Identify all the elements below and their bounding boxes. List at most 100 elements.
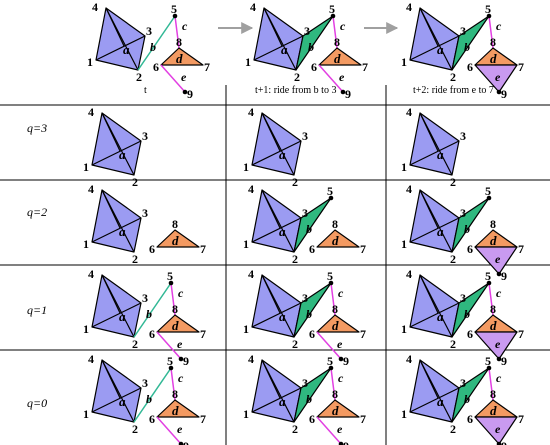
vertex-1: 1 [87,55,93,69]
vertex-2: 2 [292,422,298,436]
vertex-9: 9 [183,439,189,445]
vertex-9: 9 [501,87,507,101]
vertex-2: 2 [450,70,456,84]
label-b: b [306,222,312,236]
face-d-orange [316,399,360,418]
face-b-green [293,367,332,423]
label-d: d [176,51,183,66]
edge-4-a [419,7,439,47]
edge-c [174,15,180,49]
vertex-4: 4 [88,267,94,281]
vertex-3: 3 [302,376,308,390]
label-c: c [338,286,344,300]
vertex-8: 8 [490,302,496,316]
vertex-4: 4 [406,182,412,196]
label-e: e [339,70,345,84]
vertex-7: 7 [518,60,524,74]
vertex-8: 8 [490,35,496,49]
vertex-dot [338,441,344,445]
vertex-3: 3 [460,129,466,143]
edge-c [488,15,494,49]
vertex-7: 7 [200,327,206,341]
label-c: c [178,286,184,300]
edge-4-a [101,274,121,314]
vertex-dot [340,89,346,95]
column-header-t-plus-1: t+1: ride from b to 3 [255,85,337,96]
row-label-q2: q=2 [27,205,48,219]
vertex-1: 1 [83,237,89,251]
label-a: a [119,147,126,162]
vertex-8: 8 [332,387,338,401]
vertex-5: 5 [327,269,333,283]
label-e: e [181,70,187,84]
edge-4-a [419,189,439,229]
vertex-5: 5 [485,184,491,198]
vertex-6: 6 [467,327,473,341]
vertex-8: 8 [490,387,496,401]
vertex-dot [496,271,502,277]
vertex-3: 3 [302,291,308,305]
vertex-8: 8 [332,217,338,231]
vertex-9: 9 [187,87,193,101]
label-e: e [495,70,501,84]
edge-4-a [263,7,283,47]
edge-1-3 [251,302,302,328]
face-e-purple [474,331,518,360]
vertex-2: 2 [294,70,300,84]
vertex-3: 3 [142,129,148,143]
vertex-7: 7 [200,242,206,256]
vertex-5: 5 [485,354,491,368]
label-c: c [182,19,188,33]
vertex-7: 7 [518,412,524,426]
vertex-6: 6 [311,60,317,74]
vertex-7: 7 [360,242,366,256]
label-d: d [490,51,497,66]
vertex-3: 3 [460,291,466,305]
edge-1-3 [409,387,460,413]
vertex-6: 6 [309,412,315,426]
edge-4-a [101,359,121,399]
vertex-dot [486,195,492,201]
label-a: a [279,147,286,162]
label-b: b [464,392,470,406]
vertex-dot [338,356,344,362]
edge-e [160,64,186,93]
label-d: d [332,233,339,248]
label-c: c [496,19,502,33]
vertex-8: 8 [334,35,340,49]
vertex-dot [328,365,334,371]
vertex-4: 4 [406,105,412,119]
vertex-1: 1 [401,237,407,251]
label-d: d [334,51,341,66]
edge-c [488,282,494,316]
vertex-2: 2 [450,252,456,266]
label-b: b [306,392,312,406]
face-b-green [295,15,334,71]
vertex-dot [486,13,492,19]
edge-4-a [101,189,121,229]
vertex-3: 3 [304,24,310,38]
vertex-4: 4 [406,267,412,281]
vertex-3: 3 [146,24,152,38]
vertex-3: 3 [142,206,148,220]
column-header-t-plus-2: t+2: ride from e to 7 [413,85,494,96]
vertex-2: 2 [132,422,138,436]
vertex-6: 6 [467,242,473,256]
edge-4-a [261,189,281,229]
vertex-dot [330,13,336,19]
edge-b [137,15,176,71]
edge-1-3 [95,35,146,61]
edge-e [156,331,182,360]
vertex-2: 2 [132,252,138,266]
vertex-9: 9 [501,439,507,445]
vertex-9: 9 [501,354,507,368]
edge-e [318,64,344,93]
label-e: e [177,422,183,436]
label-c: c [338,371,344,385]
vertex-1: 1 [401,55,407,69]
